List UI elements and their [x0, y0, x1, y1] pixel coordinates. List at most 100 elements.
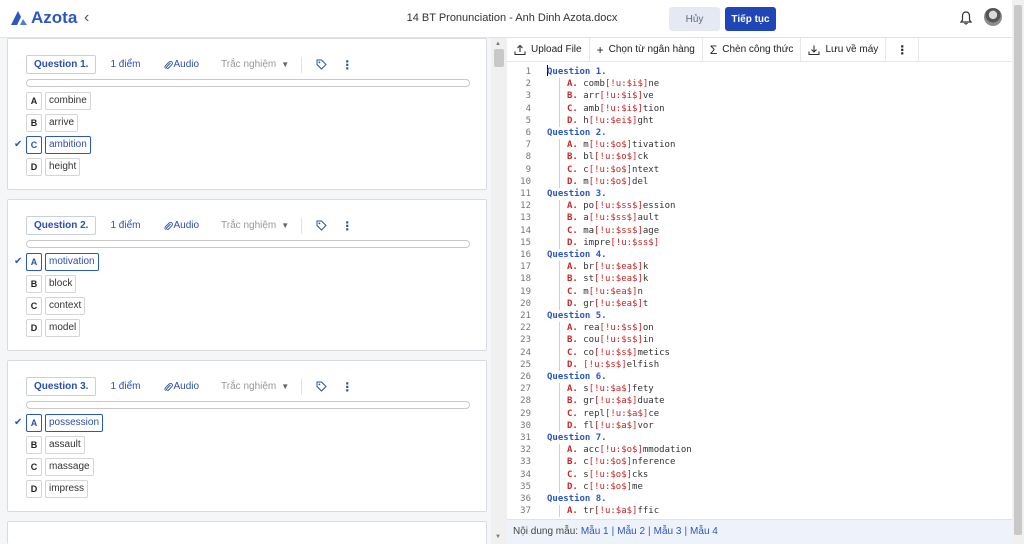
upload-file-button[interactable]: Upload File — [507, 37, 590, 62]
question-number-tag[interactable]: Question 1. — [26, 55, 97, 74]
insert-formula-button[interactable]: Σ Chèn công thức — [703, 37, 802, 62]
option-code-text: C. ma[!u:$ss$]age — [567, 225, 659, 237]
option-a[interactable]: ✔ A possession — [14, 414, 104, 432]
option-code-text: D. c[!u:$o$]me — [567, 481, 643, 493]
question-content-bar[interactable] — [26, 79, 470, 87]
option-a[interactable]: ✔ A motivation — [14, 253, 99, 271]
question-content-bar[interactable] — [26, 401, 470, 409]
question-content-bar[interactable] — [26, 240, 470, 248]
tag-icon[interactable] — [316, 220, 327, 231]
question-type-dropdown[interactable]: Trắc nghiệm ▼ — [221, 59, 289, 70]
option-c[interactable]: C massage — [26, 458, 94, 476]
question-points[interactable]: 1 điểm — [110, 59, 141, 70]
option-code-text: A. br[!u:$ea$]k — [567, 261, 648, 273]
sample-link-1[interactable]: Mẫu 1 — [580, 526, 609, 537]
question-number-tag[interactable]: Question 2. — [26, 216, 97, 235]
azota-logo[interactable]: Azota — [9, 8, 77, 28]
page-scrollbar-thumb[interactable] — [1014, 5, 1022, 535]
question-type-dropdown[interactable]: Trắc nghiệm ▼ — [221, 220, 289, 231]
continue-button[interactable]: Tiếp tục — [725, 7, 776, 31]
sample-link-2[interactable]: Mẫu 2 — [617, 526, 646, 537]
back-chevron-icon[interactable]: ‹ — [84, 9, 90, 26]
more-vertical-icon[interactable]: ⋮ — [341, 218, 354, 233]
indent-guide — [559, 383, 560, 432]
audio-button[interactable]: Audio — [164, 59, 199, 70]
notification-bell-icon[interactable] — [959, 11, 973, 28]
pronunciation-marker-text: [!u:$s$] — [594, 347, 638, 358]
sample-link-3[interactable]: Mẫu 3 — [653, 526, 682, 537]
more-vertical-icon[interactable]: ⋮ — [341, 379, 354, 394]
question-points[interactable]: 1 điểm — [110, 220, 141, 231]
left-scrollbar[interactable] — [491, 38, 507, 544]
save-to-device-button[interactable]: Lưu về máy — [801, 37, 887, 62]
scroll-down-arrow-icon[interactable]: ▼ — [495, 534, 501, 540]
sample-link-4[interactable]: Mẫu 4 — [690, 526, 718, 537]
choose-from-bank-button[interactable]: + Chọn từ ngân hàng — [590, 37, 703, 62]
question-header: Question 1. 1 điểm Audio Trắc nghiệm ▼ ⋮ — [26, 55, 353, 74]
left-scrollbar-thumb[interactable] — [494, 49, 504, 67]
option-c[interactable]: ✔ C ambition — [14, 136, 91, 154]
option-d[interactable]: D height — [26, 158, 81, 176]
option-b[interactable]: B block — [26, 275, 77, 293]
option-text: impress — [45, 480, 89, 498]
option-b[interactable]: B assault — [26, 436, 85, 454]
more-vertical-icon[interactable]: ⋮ — [886, 37, 920, 62]
option-b[interactable]: B arrive — [26, 114, 79, 132]
tag-icon[interactable] — [316, 59, 327, 70]
option-d[interactable]: D impress — [26, 480, 89, 498]
option-c[interactable]: C context — [26, 297, 86, 315]
tag-icon[interactable] — [316, 381, 327, 392]
word-suffix-text: ne — [648, 79, 660, 90]
audio-button[interactable]: Audio — [164, 220, 199, 231]
question-type-dropdown[interactable]: Trắc nghiệm ▼ — [221, 381, 289, 392]
question-number-tag[interactable]: Question 3. — [26, 377, 97, 396]
option-code-text: B. cou[!u:$s$]in — [567, 334, 654, 346]
more-vertical-icon[interactable]: ⋮ — [341, 57, 354, 72]
option-d[interactable]: D model — [26, 319, 81, 337]
question-points[interactable]: 1 điểm — [110, 381, 141, 392]
user-avatar[interactable] — [984, 8, 1002, 26]
cancel-button[interactable]: Hủy — [669, 7, 720, 31]
option-a[interactable]: A combine — [26, 92, 91, 110]
scroll-up-arrow-icon[interactable]: ▲ — [495, 41, 501, 47]
audio-button[interactable]: Audio — [164, 381, 199, 392]
